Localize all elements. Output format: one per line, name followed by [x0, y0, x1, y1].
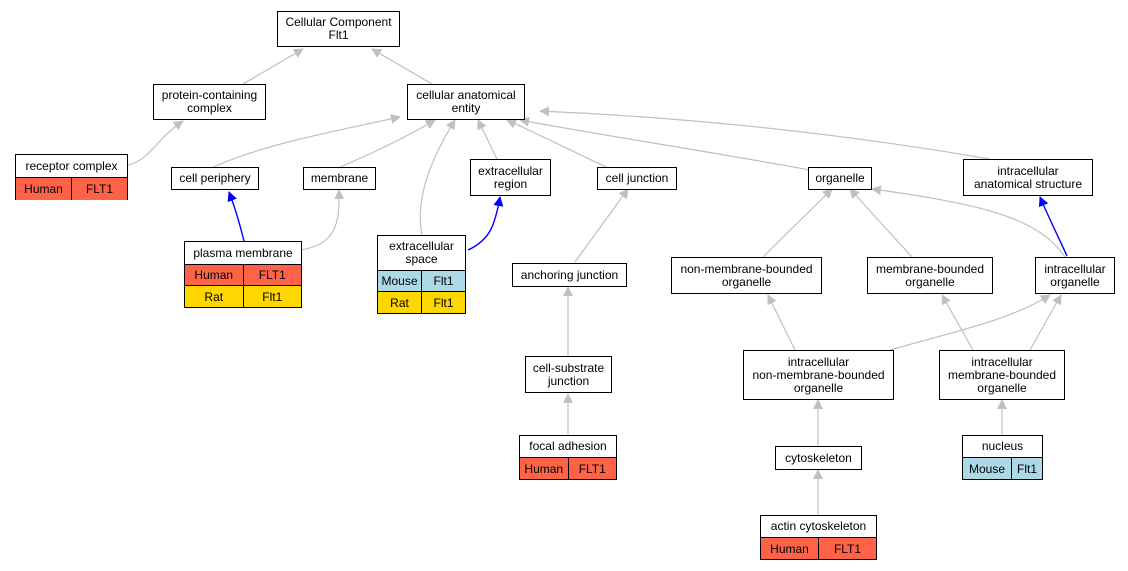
edge-cj-to-cae: [506, 119, 607, 168]
edge-io-to-org: [871, 185, 1066, 258]
species-cell: Mouse: [378, 271, 421, 291]
gene-cell: Flt1: [242, 286, 301, 307]
species-cell: Rat: [185, 286, 243, 307]
node-actin-cytoskeleton[interactable]: actin cytoskeleton Human FLT1: [760, 515, 877, 560]
edge-rc-to-pcc: [127, 120, 184, 166]
gene-cell: FLT1: [242, 265, 301, 285]
gene-cell: Flt1: [1011, 458, 1042, 479]
node-label: non-membrane-bounded organelle: [680, 261, 813, 289]
node-label: cytoskeleton: [785, 450, 852, 465]
edge-inmbo-to-nmbo: [767, 294, 796, 351]
edge-imbo-to-io: [1029, 294, 1062, 351]
species-cell: Human: [761, 538, 818, 559]
node-nucleus[interactable]: nucleus Mouse Flt1: [962, 435, 1043, 480]
node-label: protein-containing complex: [161, 88, 258, 115]
node-organelle[interactable]: organelle: [808, 167, 872, 190]
gene-cell: Flt1: [421, 271, 465, 291]
node-title: nucleus: [963, 436, 1042, 458]
node-label: cell periphery: [179, 171, 251, 185]
node-extracellular-space[interactable]: extracellular space Mouse Flt1 Rat Flt1: [377, 235, 466, 314]
node-label: membrane: [310, 171, 369, 185]
edge-pm-to-mem: [299, 189, 345, 251]
annotation-row: Rat Flt1: [378, 292, 465, 313]
annotation-row: Human FLT1: [761, 538, 876, 559]
annotation-row: Human FLT1: [520, 458, 616, 479]
edge-mbo-to-org: [849, 188, 913, 258]
annotation-row: Mouse Flt1: [378, 271, 465, 292]
node-label: intracellular organelle: [1044, 261, 1106, 289]
edge-ias-to-cae: [539, 106, 991, 160]
node-title: plasma membrane: [185, 242, 301, 265]
node-membrane[interactable]: membrane: [303, 167, 376, 190]
edge-es-to-cae: [419, 119, 456, 236]
node-label: cell junction: [605, 171, 669, 185]
node-label: intracellular anatomical structure: [973, 163, 1083, 191]
node-protein-containing-complex[interactable]: protein-containing complex: [153, 84, 266, 120]
node-label: cell-substrate junction: [532, 360, 605, 388]
annotation-row: Human FLT1: [185, 265, 301, 286]
edge-es-to-er-blue: [467, 196, 504, 251]
node-label: intracellular non-membrane-bounded organ…: [752, 354, 885, 395]
edge-er-to-cae: [477, 119, 498, 160]
node-title: receptor complex: [16, 155, 127, 178]
node-cellular-component[interactable]: Cellular Component Flt1: [277, 11, 400, 47]
node-intracellular-anatomical-structure[interactable]: intracellular anatomical structure: [963, 159, 1093, 196]
node-anchoring-junction[interactable]: anchoring junction: [512, 263, 627, 287]
annotation-row: Human FLT1: [16, 178, 127, 200]
node-receptor-complex[interactable]: receptor complex Human FLT1: [15, 154, 128, 200]
node-title-text: extracellular space: [389, 239, 454, 266]
node-intracellular-organelle[interactable]: intracellular organelle: [1035, 257, 1115, 294]
edge-aj-to-cj: [574, 188, 629, 263]
node-label: organelle: [815, 171, 865, 185]
edge-cp-to-cae: [213, 114, 401, 168]
node-plasma-membrane[interactable]: plasma membrane Human FLT1 Rat Flt1: [184, 241, 302, 308]
gene-cell: FLT1: [71, 178, 127, 200]
edge-imbo-to-mbo: [941, 294, 974, 351]
annotation-row: Rat Flt1: [185, 286, 301, 307]
edge-pm-to-cp-blue: [227, 191, 245, 242]
node-cytoskeleton[interactable]: cytoskeleton: [775, 446, 862, 470]
species-cell: Rat: [378, 292, 421, 313]
edge-cae-to-cc: [371, 48, 433, 85]
node-cell-junction[interactable]: cell junction: [597, 167, 677, 190]
gene-cell: FLT1: [567, 458, 616, 479]
gene-cell: FLT1: [818, 538, 876, 559]
species-cell: Human: [185, 265, 243, 285]
species-cell: Human: [520, 458, 568, 479]
node-label: anchoring junction: [520, 267, 619, 282]
node-title: focal adhesion: [520, 436, 616, 458]
node-label: cellular anatomical entity: [416, 88, 516, 115]
node-intracellular-membrane-bounded-organelle[interactable]: intracellular membrane-bounded organelle: [939, 350, 1065, 400]
node-cellular-anatomical-entity[interactable]: cellular anatomical entity: [407, 84, 525, 120]
edge-org-to-cae: [519, 116, 811, 171]
node-title: extracellular space: [378, 236, 465, 271]
edge-io-to-ias-blue: [1038, 196, 1068, 257]
node-cell-substrate-junction[interactable]: cell-substrate junction: [525, 356, 612, 393]
edge-pcc-to-cc: [242, 48, 304, 85]
edge-inmbo-to-io: [889, 294, 1051, 351]
node-title: actin cytoskeleton: [761, 516, 876, 538]
gene-cell: Flt1: [421, 292, 465, 313]
species-cell: Mouse: [963, 458, 1011, 479]
edge-nmbo-to-org: [762, 188, 833, 258]
node-cell-periphery[interactable]: cell periphery: [171, 167, 259, 190]
node-label: intracellular membrane-bounded organelle: [947, 354, 1057, 395]
edge-mem-to-cae: [339, 119, 436, 168]
species-cell: Human: [16, 178, 71, 200]
node-label: Cellular Component Flt1: [285, 15, 392, 42]
node-intracellular-non-membrane-bounded-organelle[interactable]: intracellular non-membrane-bounded organ…: [743, 350, 894, 400]
node-focal-adhesion[interactable]: focal adhesion Human FLT1: [519, 435, 617, 480]
node-membrane-bounded-organelle[interactable]: membrane-bounded organelle: [867, 257, 993, 294]
annotation-row: Mouse Flt1: [963, 458, 1042, 479]
node-non-membrane-bounded-organelle[interactable]: non-membrane-bounded organelle: [671, 257, 822, 294]
node-label: extracellular region: [478, 163, 543, 191]
node-label: membrane-bounded organelle: [875, 261, 985, 289]
node-extracellular-region[interactable]: extracellular region: [470, 159, 551, 196]
